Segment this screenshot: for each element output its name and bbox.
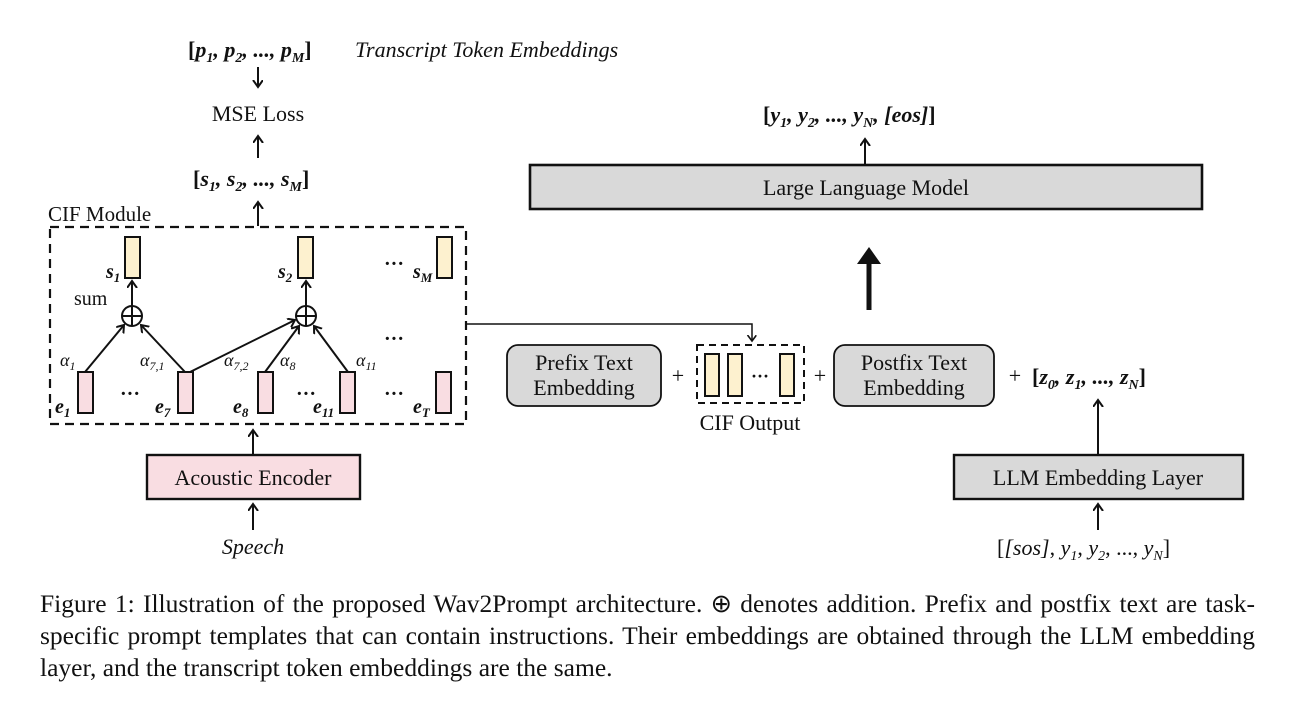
weight-alpha-7-1: α7,1 [140, 350, 164, 373]
bold-arrow-head [857, 247, 881, 264]
sum-label: sum [74, 288, 108, 310]
ellipsis-mid: ··· [384, 328, 404, 350]
plus-3: + [1009, 363, 1021, 388]
llm-input-seq: [[sos], y1, y2, ..., yN] [997, 535, 1170, 564]
ellipsis-e-2: ··· [296, 383, 316, 405]
llm-box [528, 163, 1204, 211]
llm-embedding-layer-box [952, 453, 1245, 501]
encoder-frame-box-e8 [257, 371, 274, 414]
weight-alpha-8: α8 [280, 350, 295, 373]
cif-output-box-s1 [124, 236, 141, 279]
label-e11: e11 [313, 396, 334, 420]
llm-output-seq: [y1, y2, ..., yN, [eos]] [763, 102, 936, 131]
prefix-text-embedding-box [506, 344, 662, 407]
connector-cif-to-output [466, 323, 752, 341]
llm-embedding-layer-label: LLM Embedding Layer [993, 465, 1204, 490]
encoder-frame-box-e1 [77, 371, 94, 414]
cif-output-group-box [696, 344, 805, 404]
cif-output-vector-2 [727, 353, 743, 397]
postfix-text-embedding-box [833, 344, 995, 407]
cif-output-vector-1 [704, 353, 720, 397]
encoder-frame-box-e11 [339, 371, 356, 414]
cif-module-label: CIF Module [48, 202, 151, 226]
z-seq: [z0, z1, ..., zN] [1032, 364, 1146, 393]
cif-output-ellipsis: ··· [751, 366, 769, 386]
cif-output-vector-M [779, 353, 795, 397]
llm-label: Large Language Model [763, 175, 969, 200]
cif-module-box [48, 225, 468, 426]
mse-loss-label: MSE Loss [212, 101, 304, 126]
label-e7: e7 [155, 396, 171, 420]
label-sM: sM [412, 261, 433, 285]
ellipsis-e-1: ··· [120, 383, 140, 405]
acoustic-encoder-box [145, 453, 362, 501]
wav2prompt-diagram: [p1, p2, ..., pM] Transcript Token Embed… [48, 37, 1245, 564]
encoder-frame-box-eT [435, 371, 452, 414]
encoder-frame-box-e7 [177, 371, 194, 414]
label-eT: eT [413, 396, 431, 420]
ellipsis-e-3: ··· [384, 383, 404, 405]
arrow-e7-to-sum2 [187, 320, 295, 374]
speech-label: Speech [222, 534, 284, 559]
arrow-e8-to-sum2 [264, 326, 299, 373]
acoustic-encoder-label: Acoustic Encoder [175, 465, 333, 490]
sum-node-1 [121, 305, 143, 327]
cif-output-box-sM [436, 236, 453, 279]
label-s2: s2 [277, 261, 293, 285]
cif-output-box-s2 [297, 236, 314, 279]
plus-1: + [672, 363, 684, 388]
sum-node-2 [295, 305, 317, 327]
weight-alpha-1: α1 [60, 350, 75, 373]
label-s1: s1 [105, 261, 120, 285]
transcript-token-embeddings-label: Transcript Token Embeddings [355, 37, 618, 62]
plus-2: + [814, 363, 826, 388]
cif-output-label: CIF Output [700, 410, 801, 435]
label-e1: e1 [55, 396, 70, 420]
weight-alpha-7-2: α7,2 [224, 350, 248, 373]
transcript-token-embeddings-seq: [p1, p2, ..., pM] [188, 37, 312, 66]
arrow-e7-to-sum1 [141, 325, 186, 373]
arrow-e11-to-sum2 [314, 326, 349, 373]
label-e8: e8 [233, 396, 249, 420]
arrow-e1-to-sum1 [84, 325, 124, 373]
weight-alpha-11: α11 [356, 350, 377, 373]
ellipsis-s: ··· [384, 253, 404, 275]
figure-caption: Figure 1: Illustration of the proposed W… [40, 589, 1255, 682]
cif-output-seq: [s1, s2, ..., sM] [193, 166, 309, 195]
